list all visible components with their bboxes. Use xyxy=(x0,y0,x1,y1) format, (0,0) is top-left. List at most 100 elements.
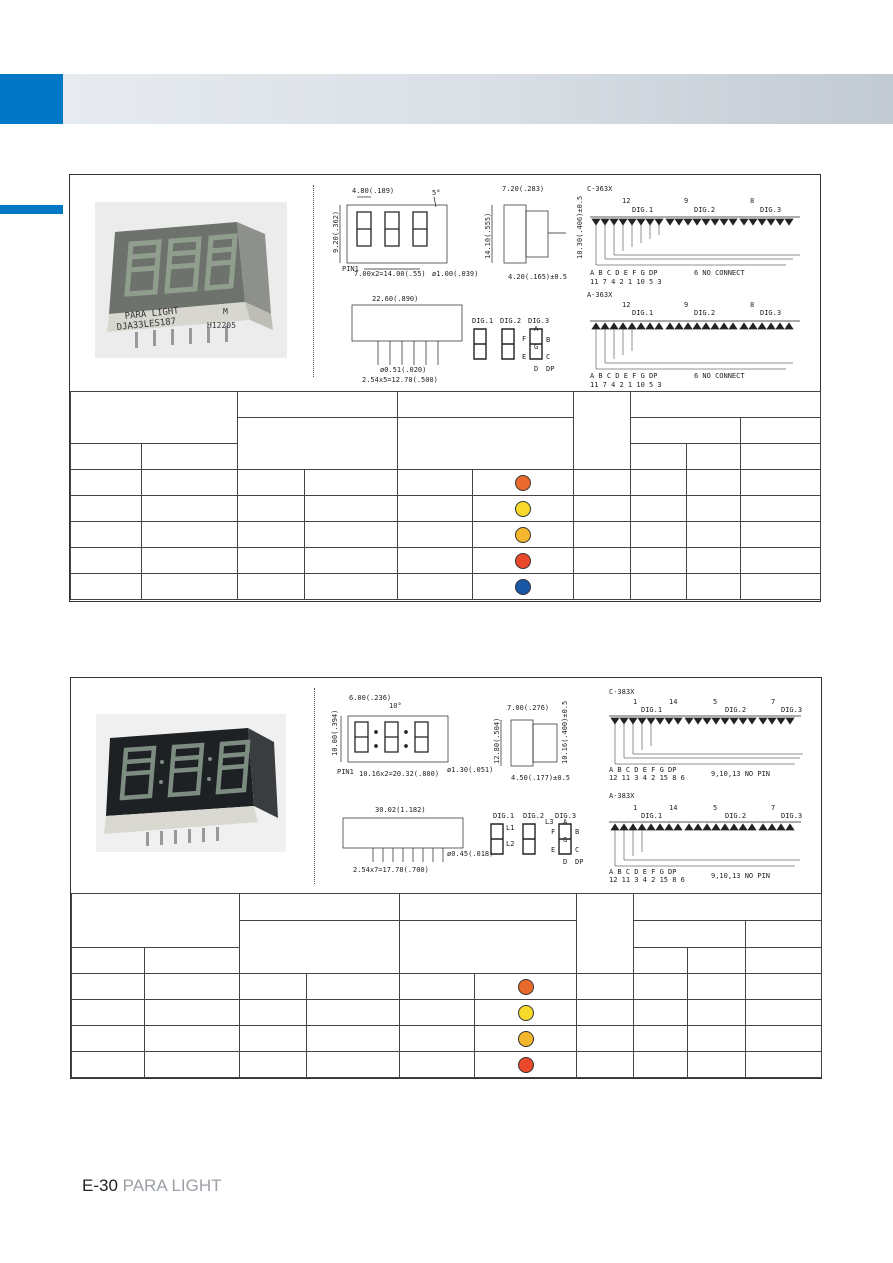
digit-label-2: DIG.2 xyxy=(523,812,544,820)
led-color-dot xyxy=(517,978,534,995)
led-color-dot xyxy=(515,552,531,569)
schematic-c-dig2: DIG.2 xyxy=(694,206,715,214)
schematic-c-dig3: DIG.3 xyxy=(760,206,781,214)
dimension-drawing-363: 4.80(.189) 5° 9.20(.362) 7.00x2=14.00(.5… xyxy=(322,179,822,391)
table-row xyxy=(70,469,822,496)
schematic-a-dig1: DIG.1 xyxy=(641,812,662,820)
page-number: 30 xyxy=(99,1176,118,1195)
hdr-if xyxy=(739,417,822,444)
segment-dp: DP xyxy=(575,858,583,866)
hdr-wavelength xyxy=(573,391,631,470)
dim-pitch: 7.00x2=14.00(.55) xyxy=(354,270,426,278)
product-photo-383 xyxy=(96,714,286,852)
dim-pin1: PIN1 xyxy=(342,265,359,273)
table-row xyxy=(71,1025,823,1052)
dimension-drawing-383: 6.00(.236) 10° 10.00(.394) PIN1 10.16x2=… xyxy=(323,684,823,890)
hdr-part-no xyxy=(70,391,238,444)
digit-label-1: DIG.1 xyxy=(472,317,493,325)
hdr-typ xyxy=(686,443,741,470)
dim-pin-diameter: ø0.51(.020) xyxy=(380,366,426,374)
footer-brand: PARA LIGHT xyxy=(117,1176,222,1195)
segment-b: B xyxy=(575,828,579,836)
digit-label-2: DIG.2 xyxy=(500,317,521,325)
led-color-dot xyxy=(517,1004,534,1021)
hdr-blank xyxy=(237,417,398,470)
hdr-anode xyxy=(141,443,238,470)
schematic-a-dig2: DIG.2 xyxy=(694,309,715,317)
hdr-blank xyxy=(239,920,400,974)
schematic-a-dig3: DIG.3 xyxy=(781,812,802,820)
page-prefix: E- xyxy=(82,1176,99,1195)
hdr-anode xyxy=(144,947,240,974)
schematic-a-dig2: DIG.2 xyxy=(725,812,746,820)
colon-l3: L3 xyxy=(545,818,553,826)
led-color-dot xyxy=(515,500,531,517)
schematic-a-seg-labels: A B C D E F G DP xyxy=(590,372,657,380)
schematic-c-title: C-363X xyxy=(587,185,613,193)
hdr-intensity xyxy=(629,391,822,418)
hdr-chip xyxy=(239,893,400,921)
product-panel-363: PARA LIGHT DJA33LES187 M H12205 4.80(.18… xyxy=(69,174,822,602)
a-common-pin-4: 7 xyxy=(771,804,775,812)
schematic-c-seg-pins: 12 11 3 4 2 15 8 6 xyxy=(609,774,685,782)
dim-side-height: 14.10(.555) xyxy=(484,213,492,259)
dim-pitch: 10.16x2=20.32(.800) xyxy=(359,770,439,778)
common-pin-1: 1 xyxy=(633,698,637,706)
dim-side-width: 7.00(.276) xyxy=(507,704,549,712)
dim-pin-pitch: 2.54x5=12.70(.500) xyxy=(362,376,438,384)
hdr-chip xyxy=(237,391,398,418)
schematic-a-title: A-383X xyxy=(609,792,635,800)
dim-standoff: 4.20(.165)±0.5 xyxy=(508,273,567,281)
a-common-pin-3: 8 xyxy=(750,301,754,309)
digit-label-1: DIG.1 xyxy=(493,812,514,820)
dim-char-width: 4.80(.189) xyxy=(352,187,394,195)
schematic-a-seg-labels: A B C D E F G DP xyxy=(609,868,676,876)
product-panel-383: 6.00(.236) 10° 10.00(.394) PIN1 10.16x2=… xyxy=(70,677,823,1079)
hdr-intensity xyxy=(632,893,823,921)
dim-side-height: 12.80(.504) xyxy=(493,718,501,764)
schematic-a-dig1: DIG.1 xyxy=(632,309,653,317)
hdr-part-no xyxy=(71,893,240,948)
page-footer: E-30 PARA LIGHT xyxy=(82,1176,222,1196)
schematic-a-seg-pins: 11 7 4 2 1 10 5 3 xyxy=(590,381,662,389)
table-row xyxy=(70,573,822,600)
table-row xyxy=(71,1051,823,1078)
led-color-dot xyxy=(517,1030,534,1047)
segment-g: G xyxy=(563,836,567,844)
dim-char-width: 6.00(.236) xyxy=(349,694,391,702)
schematic-c-dig3: DIG.3 xyxy=(781,706,802,714)
schematic-a-title: A-363X xyxy=(587,291,613,299)
colon-l2: L2 xyxy=(506,840,514,848)
dim-dot: ø1.00(.039) xyxy=(432,270,478,278)
hdr-iv xyxy=(633,920,746,948)
led-display-photo-dark xyxy=(104,728,278,846)
segment-d: D xyxy=(563,858,567,866)
segment-dp: DP xyxy=(546,365,554,373)
hdr-blank xyxy=(399,920,577,974)
hdr-lens xyxy=(399,893,577,921)
segment-f: F xyxy=(551,828,555,836)
led-color-dot xyxy=(515,474,531,491)
schematic-a-seg-pins: 12 11 3 4 2 15 8 6 xyxy=(609,876,685,884)
side-blue-marker xyxy=(0,205,63,214)
segment-c: C xyxy=(575,846,579,854)
colon-l1: L1 xyxy=(506,824,514,832)
schematic-a-note: 9,10,13 NO PIN xyxy=(711,872,770,880)
dim-height: 10.00(.394) xyxy=(331,710,339,756)
header-blue-tab xyxy=(0,74,63,124)
dim-slant: 5° xyxy=(432,189,440,197)
panel-divider xyxy=(313,185,314,377)
table-row xyxy=(70,521,822,548)
dim-standoff: 4.50(.177)±0.5 xyxy=(511,774,570,782)
table-row xyxy=(71,999,823,1026)
a-common-pin-2: 14 xyxy=(669,804,677,812)
a-common-pin-1: 1 xyxy=(633,804,637,812)
schematic-c-dig2: DIG.2 xyxy=(725,706,746,714)
common-pin-2: 9 xyxy=(684,197,688,205)
common-pin-1: 12 xyxy=(622,197,630,205)
spec-table-383 xyxy=(71,893,823,1078)
dim-pin1: PIN1 xyxy=(337,768,354,776)
spec-table-363 xyxy=(70,391,822,600)
hdr-wavelength xyxy=(576,893,634,974)
segment-f: F xyxy=(522,335,526,343)
